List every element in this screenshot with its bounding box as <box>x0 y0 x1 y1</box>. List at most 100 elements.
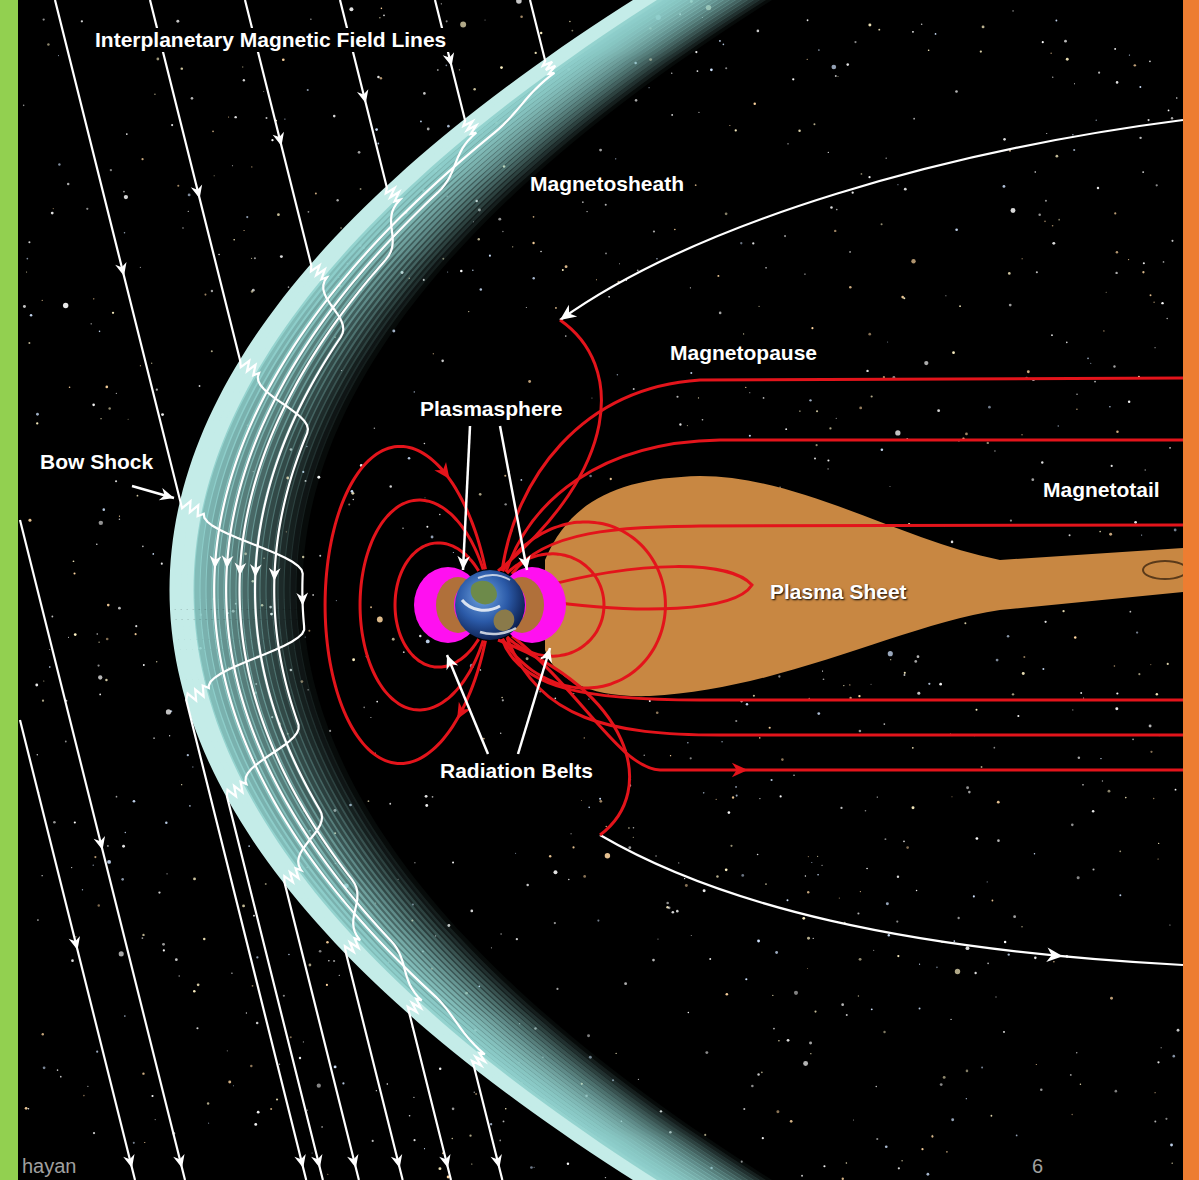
star <box>1056 155 1059 158</box>
star <box>814 458 816 460</box>
field-arrowhead <box>732 763 748 777</box>
star <box>23 105 25 107</box>
star <box>379 616 380 617</box>
star <box>829 427 831 429</box>
star <box>1150 751 1152 753</box>
star <box>676 910 679 913</box>
earth-globe <box>455 570 525 640</box>
star <box>695 51 697 53</box>
star <box>981 766 983 768</box>
star <box>638 1079 639 1080</box>
imf-field-line <box>214 0 555 1180</box>
star <box>540 251 541 252</box>
star <box>974 972 976 974</box>
star <box>307 89 309 91</box>
leader-line <box>447 655 488 754</box>
star <box>805 875 806 876</box>
star <box>1108 790 1111 793</box>
star <box>619 263 620 264</box>
slide-border-left <box>0 0 18 1180</box>
star <box>203 938 205 940</box>
star <box>966 1098 967 1099</box>
star <box>317 1084 321 1088</box>
sheath-field-line <box>600 835 1183 965</box>
star <box>93 864 94 865</box>
star <box>1045 200 1047 202</box>
star <box>51 212 54 215</box>
star <box>413 1097 414 1098</box>
star <box>808 856 809 857</box>
star <box>414 862 415 863</box>
star <box>246 1012 247 1013</box>
star <box>888 934 890 936</box>
star <box>1129 611 1131 613</box>
star <box>633 837 634 838</box>
star <box>426 639 430 643</box>
star <box>571 833 572 834</box>
star <box>93 298 94 299</box>
star <box>697 70 699 72</box>
star <box>811 327 813 329</box>
star <box>472 269 473 270</box>
star <box>242 66 243 67</box>
star <box>327 1174 328 1175</box>
star <box>849 286 852 289</box>
star <box>43 18 45 20</box>
star <box>554 870 558 874</box>
star <box>860 891 861 892</box>
star <box>1161 1047 1162 1048</box>
sheath-field-line <box>560 120 1183 320</box>
star <box>1116 81 1119 84</box>
star <box>965 433 968 436</box>
earth-land <box>494 610 515 631</box>
star <box>199 385 201 387</box>
star <box>107 604 110 607</box>
star <box>1166 318 1167 319</box>
star <box>1021 434 1022 435</box>
star <box>315 193 317 195</box>
star <box>351 490 354 493</box>
star <box>248 845 250 847</box>
star <box>837 76 838 77</box>
field-arrowhead <box>347 1154 362 1169</box>
star <box>265 883 267 885</box>
star <box>124 232 126 234</box>
star <box>939 683 942 686</box>
star <box>567 1163 569 1165</box>
star <box>853 1119 854 1120</box>
star <box>99 694 101 696</box>
star <box>1082 784 1084 786</box>
field-arrowhead <box>115 262 130 277</box>
star <box>912 747 914 749</box>
star <box>188 193 191 196</box>
star <box>254 1123 257 1126</box>
star <box>1080 692 1082 694</box>
star <box>58 55 59 56</box>
star <box>119 516 120 517</box>
star <box>878 29 880 31</box>
star <box>827 460 829 462</box>
star <box>1073 149 1075 151</box>
star <box>447 125 450 128</box>
star <box>228 1081 231 1084</box>
star <box>1154 1121 1156 1123</box>
star <box>1110 997 1113 1000</box>
field-arrowhead <box>391 1154 406 1169</box>
star <box>881 223 883 225</box>
star <box>903 297 905 299</box>
field-arrowhead <box>173 1154 188 1169</box>
star <box>387 1083 388 1084</box>
star <box>1031 478 1034 481</box>
star <box>265 117 267 119</box>
star <box>1128 400 1131 403</box>
star <box>1177 1029 1180 1032</box>
star <box>1169 924 1170 925</box>
star <box>526 307 527 308</box>
star <box>1138 673 1140 675</box>
field-arrowheads <box>69 52 1064 1169</box>
star <box>710 68 713 71</box>
star <box>263 91 264 92</box>
star <box>99 521 103 525</box>
star <box>743 333 744 334</box>
star <box>392 638 395 641</box>
